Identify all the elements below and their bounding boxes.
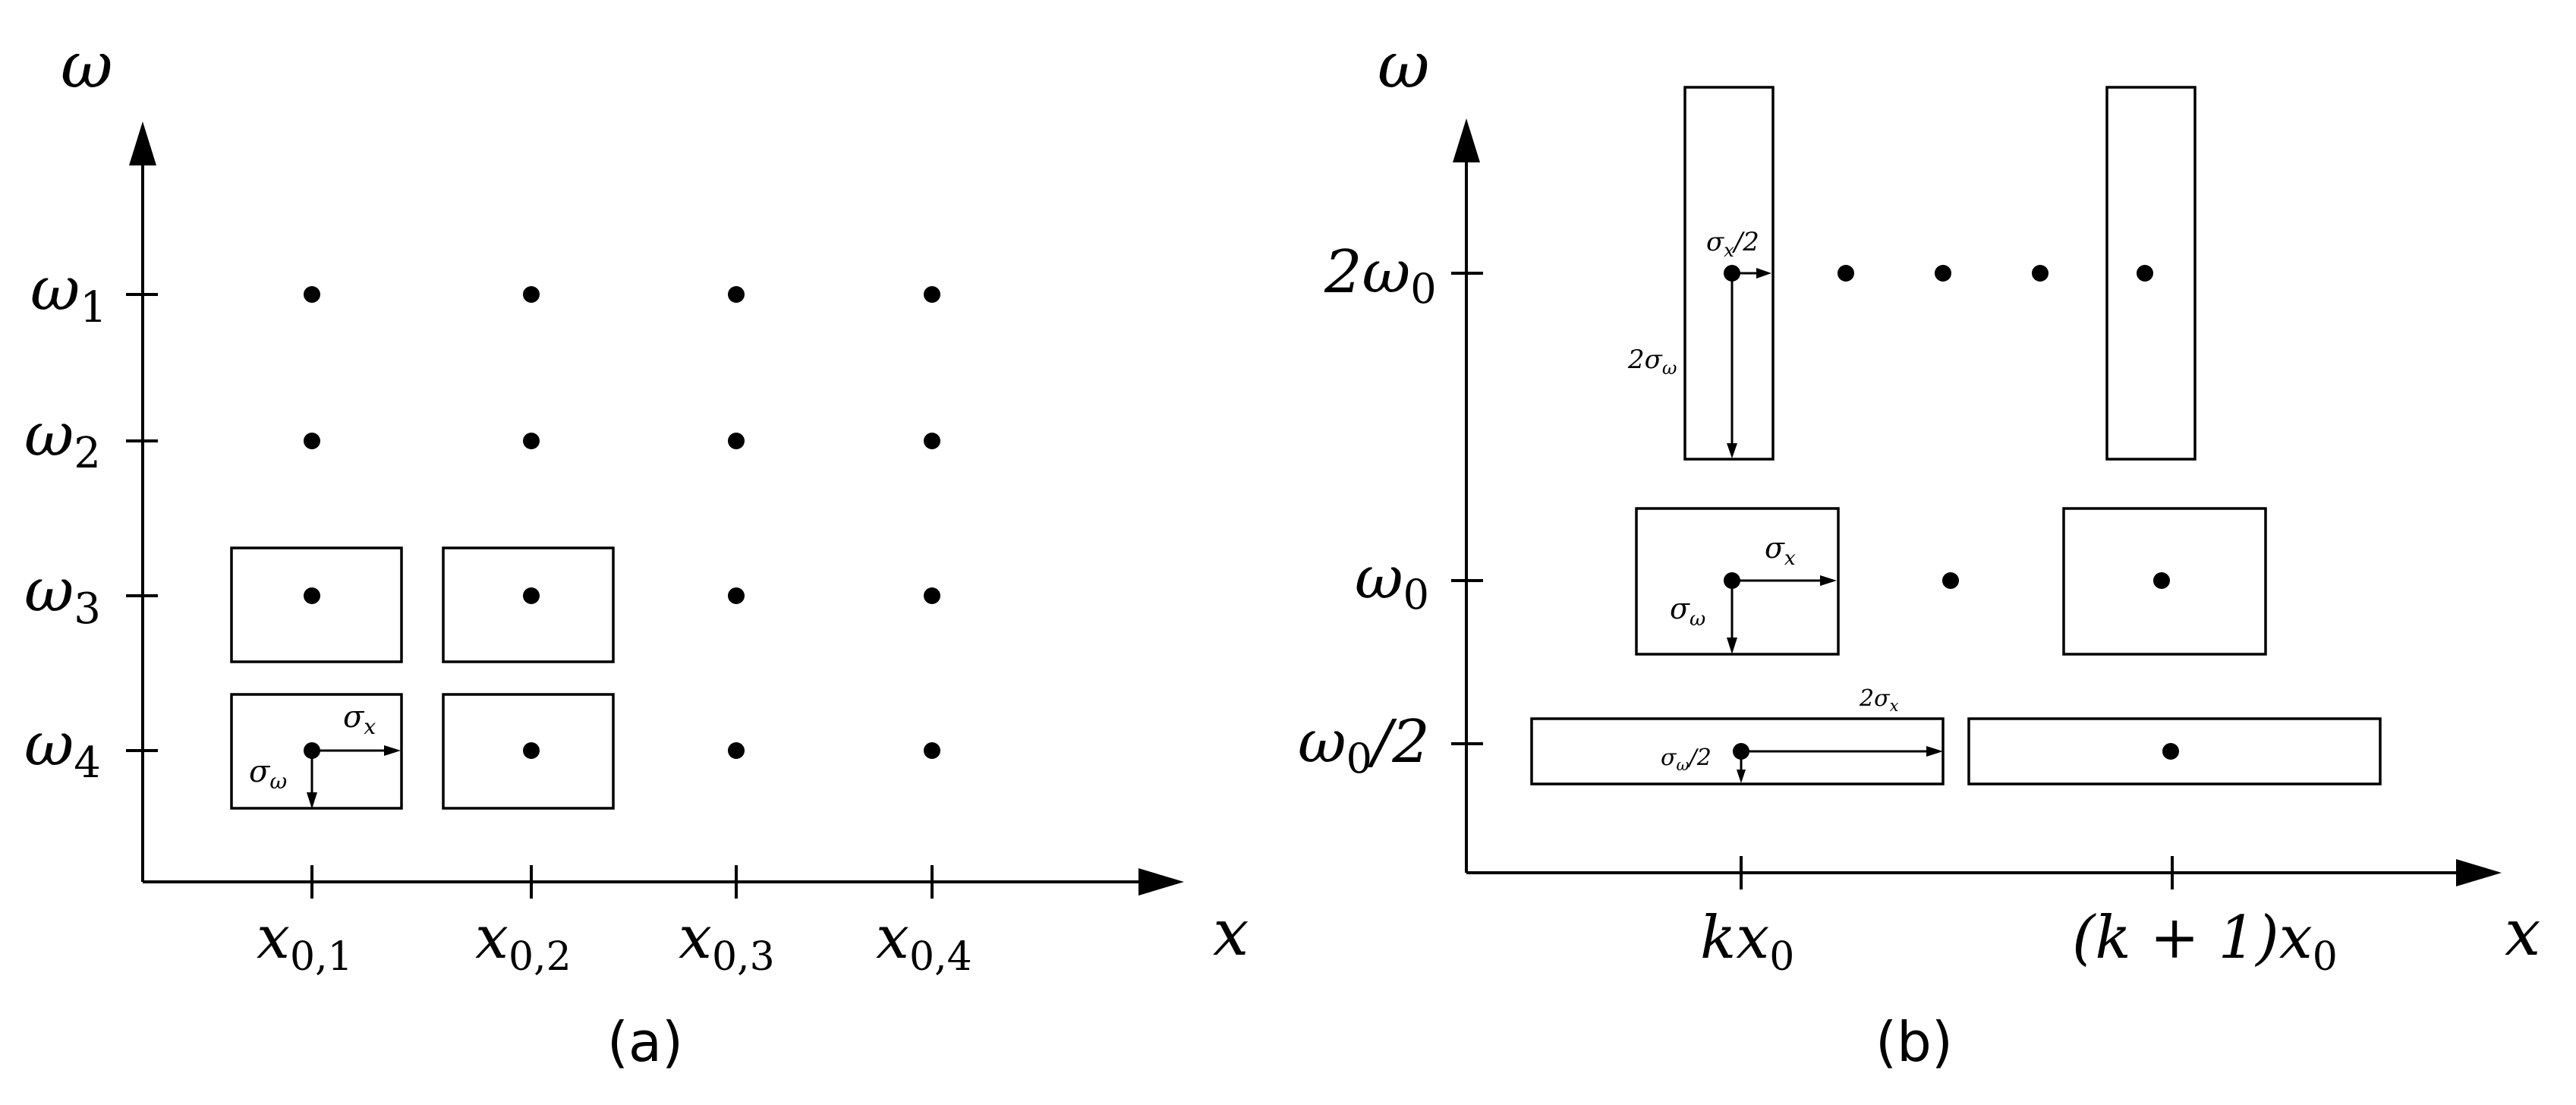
panel-a-sigma-x-arrowhead — [384, 745, 401, 756]
panel-a-sigma-x-label: σx — [343, 700, 376, 739]
panel-b-dots — [1724, 265, 2179, 760]
panel-b-x-tick-label-k1x0: (k + 1)x0 — [2072, 904, 2338, 980]
panel-a-x-tick-label-1: x0,1 — [257, 904, 353, 980]
panel-b-x-axis-label: x — [2505, 896, 2540, 970]
panel-a-dot — [304, 587, 320, 604]
panel-a-box-x1-w4 — [230, 693, 403, 810]
panel-b-dot — [1935, 265, 1951, 282]
panel-a-box-x2-w3 — [442, 546, 615, 663]
panel-b: ω x 2ω0 ω0 ω0/2 kx0 (k + 1)x0 — [1298, 28, 2540, 1074]
panel-a-box-x2-w4 — [442, 693, 615, 810]
panel-b-dot — [1942, 572, 1959, 589]
panel-a-dot — [523, 433, 540, 449]
panel-b-bot-sigma-w-arrowhead — [1737, 770, 1746, 783]
panel-a-dot-grid — [304, 286, 940, 759]
panel-a-y-arrowhead — [129, 121, 156, 165]
panel-a-x-axis-label: x — [1213, 896, 1249, 970]
panel-b-box-mid-left — [1635, 507, 1840, 656]
panel-a-x-tick-label-4: x0,4 — [876, 904, 972, 980]
panel-a-dot — [523, 286, 540, 303]
panel-a-dot — [728, 587, 745, 604]
panel-a-dot — [924, 286, 940, 303]
panel-a-dot — [924, 433, 940, 449]
panel-b-dot — [1838, 265, 1854, 282]
panel-b-bot-sigma-w-label: σω/2 — [1661, 745, 1712, 774]
panel-b-box-top-right — [2105, 86, 2197, 461]
panel-b-top-sigma-x-label: σx/2 — [1706, 227, 1759, 261]
panel-a-dot — [728, 742, 745, 759]
panel-b-mid-sigma-w-arrowhead — [1727, 638, 1737, 654]
panel-a-y-tick-label-1: ω1 — [30, 253, 107, 332]
panel-b-dot — [2153, 572, 2170, 589]
panel-b-bot-sigma-x-arrowhead — [1926, 746, 1943, 757]
panel-a-y-tick-label-3: ω3 — [24, 555, 101, 634]
panel-b-y-tick-label-w0: ω0 — [1355, 544, 1429, 619]
panel-b-top-sigma-x-arrowhead — [1756, 268, 1771, 279]
panel-b-y-axis-label: ω — [1378, 28, 1430, 102]
panel-a-box-x1-w3 — [230, 546, 403, 663]
panel-a-x-tick-label-2: x0,2 — [475, 904, 572, 980]
panel-a-dot — [523, 742, 540, 759]
panel-b-dot — [2137, 265, 2153, 282]
panel-b-caption: (b) — [1875, 1010, 1953, 1074]
panel-a-dot — [924, 587, 940, 604]
panel-b-top-sigma-w-arrowhead — [1727, 443, 1737, 458]
panel-b-mid-sigma-x-label: σx — [1765, 531, 1796, 570]
panel-a-y-tick-label-4: ω4 — [24, 709, 101, 788]
panel-b-x-arrowhead — [2456, 859, 2502, 886]
panel-b-box-top-left — [1683, 86, 1775, 461]
panel-a-dot — [728, 433, 745, 449]
panel-b-dot — [2162, 743, 2179, 760]
panel-b-mid-sigma-w-label: σω — [1670, 592, 1705, 631]
panel-a: ω x ω1 ω2 ω3 ω4 x0,1 x0,2 x0,3 x0,4 — [24, 28, 1249, 1074]
panel-b-box-bot-right — [1967, 717, 2382, 785]
panel-a-x-tick-label-3: x0,3 — [679, 904, 775, 980]
panel-b-box-mid-right — [2062, 507, 2267, 656]
panel-b-mid-sigma-x-arrowhead — [1820, 575, 1837, 586]
panel-b-y-arrowhead — [1453, 118, 1480, 162]
panel-a-sigma-w-arrowhead — [307, 792, 317, 809]
panel-b-dot — [2032, 265, 2049, 282]
panel-a-y-tick-label-2: ω2 — [24, 399, 101, 478]
panel-a-dot — [924, 742, 940, 759]
panel-b-top-sigma-w-label: 2σω — [1627, 345, 1677, 379]
panel-a-dot — [523, 587, 540, 604]
panel-a-dot — [728, 286, 745, 303]
panel-b-bot-sigma-x-label: 2σx — [1859, 685, 1899, 715]
panel-a-sigma-w-label: σω — [249, 754, 287, 794]
panel-b-x-tick-label-kx0: kx0 — [1700, 904, 1794, 980]
panel-a-dot — [304, 286, 320, 303]
panel-b-y-tick-label-w0-half: ω0/2 — [1298, 708, 1430, 782]
panel-b-y-tick-label-2w0: 2ω0 — [1324, 238, 1437, 313]
panel-a-y-axis-label: ω — [61, 28, 113, 102]
panel-a-x-arrowhead — [1138, 868, 1184, 896]
panel-a-dot — [304, 433, 320, 449]
panel-a-caption: (a) — [607, 1010, 683, 1074]
